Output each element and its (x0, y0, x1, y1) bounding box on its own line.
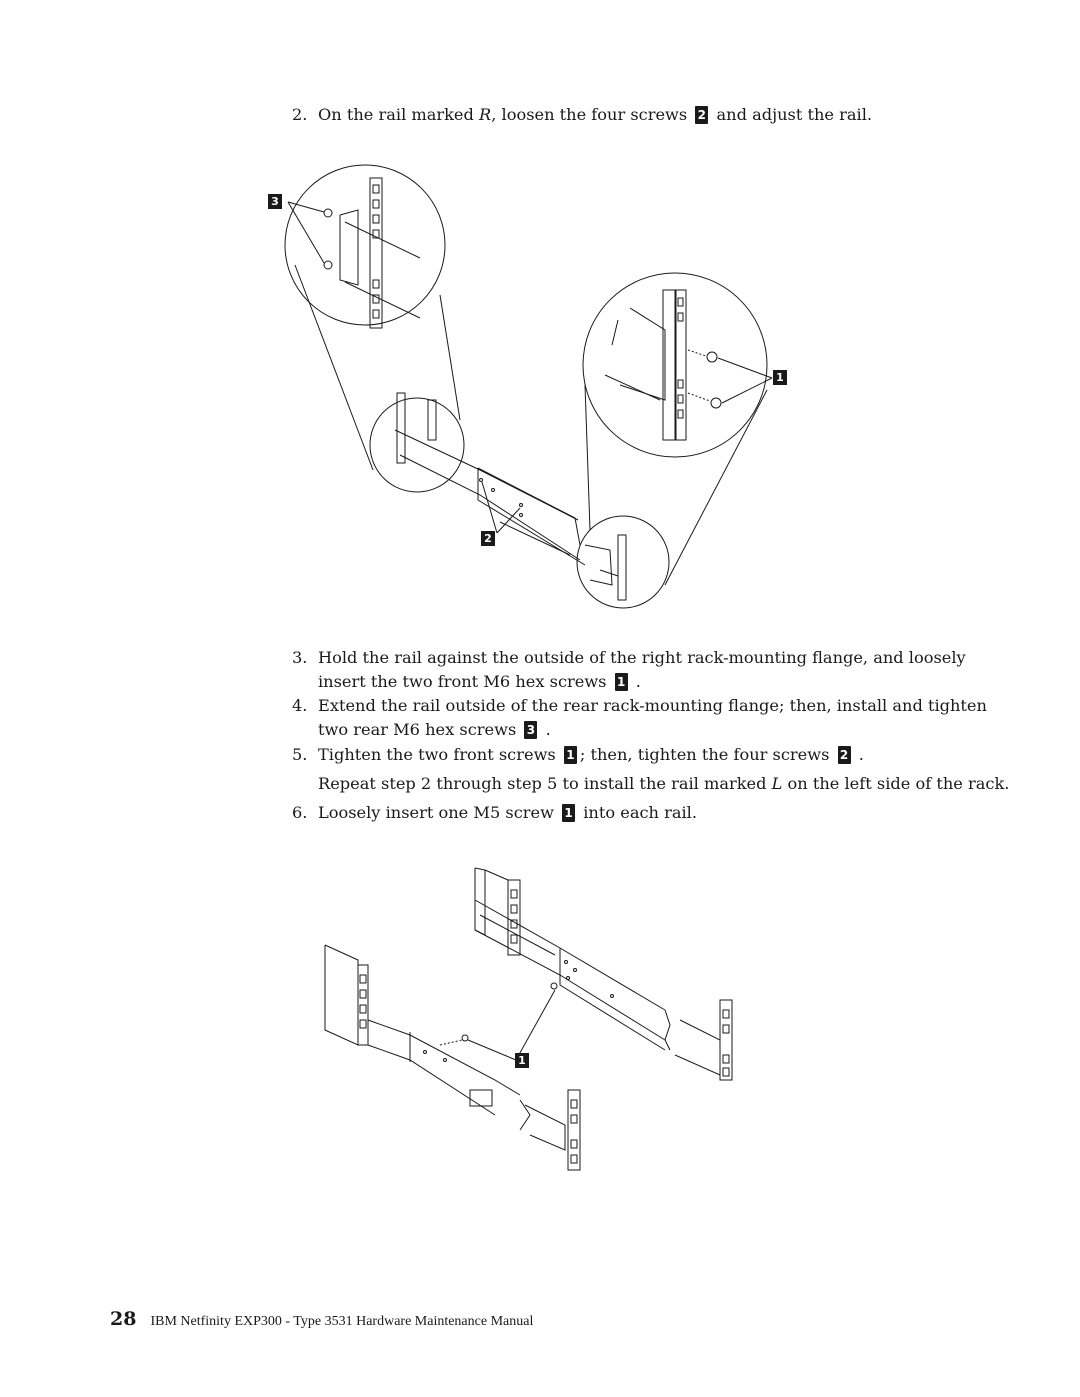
step-text-line1: Extend the rail outside of the rear rack… (318, 696, 987, 715)
callout-badge: 3 (524, 721, 538, 739)
step-5: 5. Tighten the two front screws 1; then,… (292, 743, 972, 767)
step-3: 3. Hold the rail against the outside of … (292, 646, 972, 696)
step-text: Loosely insert one M5 screw 1 into each … (318, 803, 697, 822)
step-text-line1: Hold the rail against the outside of the… (318, 648, 966, 667)
step-number: 2. (292, 105, 308, 124)
callout-badge: 1 (563, 746, 577, 764)
step-number: 5. (292, 745, 308, 764)
step-text-line2: two rear M6 hex screws 3 . (318, 720, 551, 739)
callout-badge: 1 (562, 804, 576, 822)
step-text-line2: insert the two front M6 hex screws 1 . (318, 672, 641, 691)
repeat-note: Repeat step 2 through step 5 to install … (292, 772, 1009, 796)
callout-badge-2: 2 (481, 531, 495, 546)
rail-adjust-figure (284, 164, 773, 609)
step-text: Tighten the two front screws 1; then, ti… (318, 745, 864, 764)
step-number: 6. (292, 803, 308, 822)
step-2: 2. On the rail marked R, loosen the four… (292, 103, 892, 127)
callout-badge: 2 (695, 106, 709, 124)
callout-badge: 2 (837, 746, 851, 764)
step-text: On the rail marked R, loosen the four sc… (318, 105, 873, 124)
callout-badge-1: 1 (515, 1053, 529, 1068)
callout-badge-1: 1 (773, 370, 787, 385)
page-number: 28 (110, 1308, 137, 1330)
step-number: 3. (292, 648, 308, 667)
step-number: 4. (292, 696, 308, 715)
page-footer: 28 IBM Netfinity EXP300 - Type 3531 Hardw… (110, 1308, 533, 1330)
magnify-circle-left (284, 164, 446, 326)
callout-badge-3: 3 (268, 194, 282, 209)
callout-badge: 1 (614, 673, 628, 691)
magnify-circle-right (582, 272, 768, 458)
manual-title: IBM Netfinity EXP300 - Type 3531 Hardwar… (150, 1314, 534, 1329)
note-text: Repeat step 2 through step 5 to install … (318, 774, 1010, 793)
step-6: 6. Loosely insert one M5 screw 1 into ea… (292, 801, 972, 825)
detail-circle-left (369, 397, 465, 493)
step-4: 4. Extend the rail outside of the rear r… (292, 694, 987, 744)
detail-circle-right (576, 515, 670, 609)
